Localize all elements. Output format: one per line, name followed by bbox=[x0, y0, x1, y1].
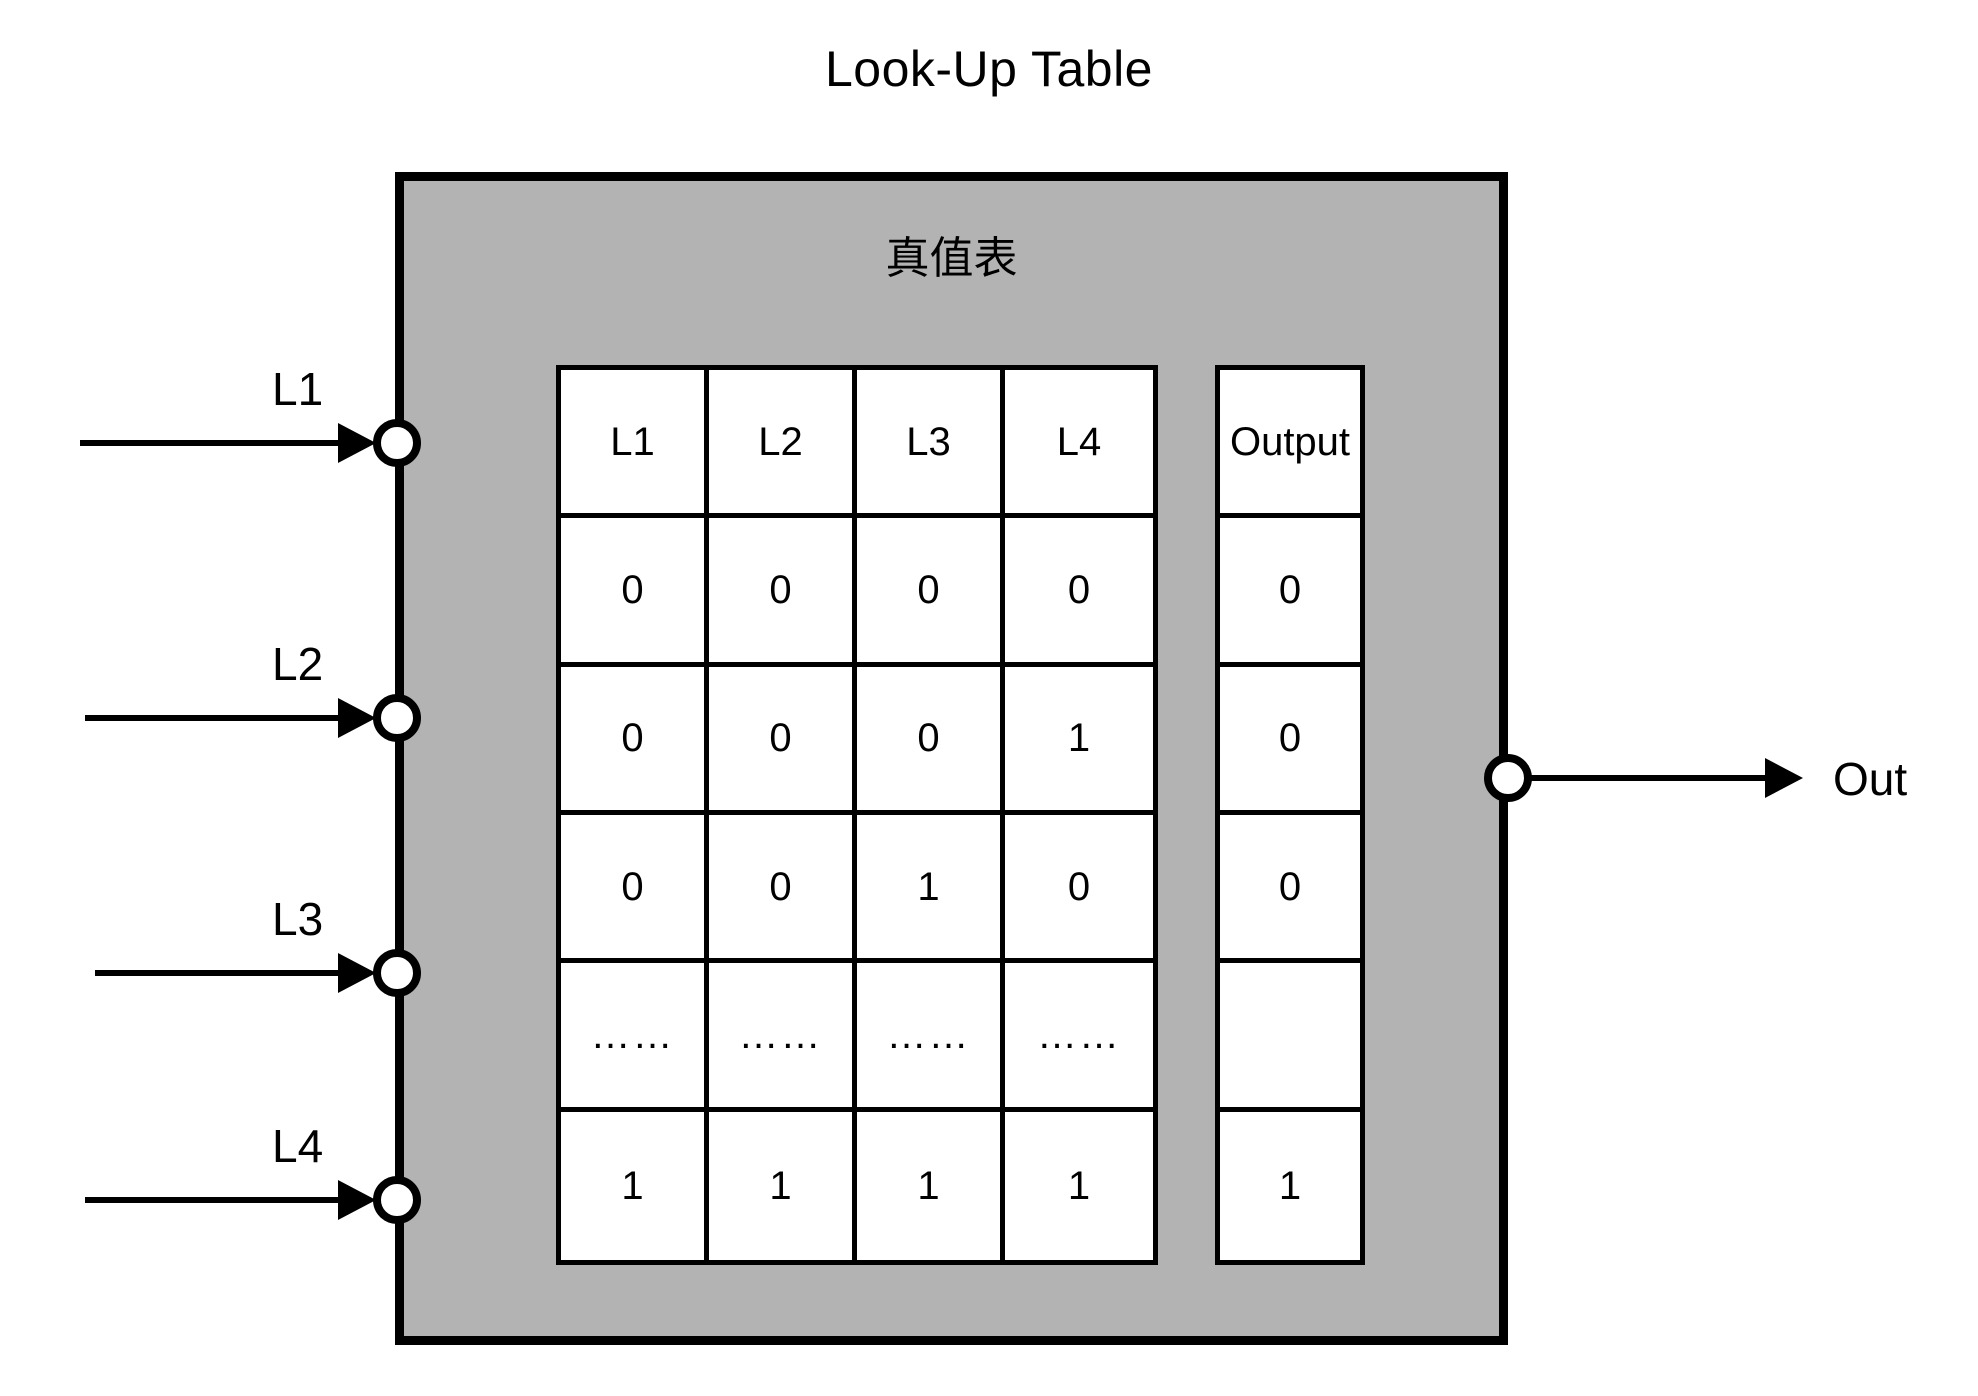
table-cell: …… bbox=[561, 963, 709, 1112]
output-label: Out bbox=[1833, 753, 1908, 805]
input-port-l2[interactable] bbox=[373, 694, 421, 742]
input-wire-l1 bbox=[80, 440, 345, 446]
table-cell: 1 bbox=[709, 1111, 857, 1260]
table-header-cell-output: Output bbox=[1220, 370, 1360, 519]
table-cell: 0 bbox=[561, 518, 709, 667]
truth-table-heading: 真值表 bbox=[885, 233, 1018, 284]
table-cell-output: 1 bbox=[1220, 1111, 1360, 1260]
table-cell: 1 bbox=[857, 814, 1005, 964]
input-port-l3[interactable] bbox=[373, 949, 421, 997]
page-title: Look-Up Table bbox=[824, 41, 1153, 97]
output-wire bbox=[1530, 775, 1775, 781]
input-arrow-l1 bbox=[338, 423, 376, 463]
input-label-l2: L2 bbox=[272, 638, 324, 690]
output-port[interactable] bbox=[1484, 754, 1532, 802]
table-cell: 1 bbox=[857, 1111, 1005, 1260]
table-cell: 1 bbox=[561, 1111, 709, 1260]
table-cell: 0 bbox=[709, 666, 857, 815]
input-port-l4[interactable] bbox=[373, 1176, 421, 1224]
input-wire-l2 bbox=[85, 715, 345, 721]
table-cell: 0 bbox=[1005, 518, 1153, 667]
input-label-l1: L1 bbox=[272, 363, 324, 415]
table-cell-output: 0 bbox=[1220, 518, 1360, 667]
table-cell: 1 bbox=[1005, 1111, 1153, 1260]
input-arrow-l2 bbox=[338, 698, 376, 738]
table-cell: 0 bbox=[561, 666, 709, 815]
table-cell-output: 0 bbox=[1220, 814, 1360, 964]
table-cell: …… bbox=[709, 963, 857, 1112]
output-arrow bbox=[1765, 758, 1803, 798]
input-arrow-l4 bbox=[338, 1180, 376, 1220]
table-cell-output: 0 bbox=[1220, 666, 1360, 815]
input-arrow-l3 bbox=[338, 953, 376, 993]
table-cell-output bbox=[1220, 963, 1360, 1112]
input-wire-l3 bbox=[95, 970, 345, 976]
table-cell: 0 bbox=[709, 814, 857, 964]
table-header-cell: L1 bbox=[561, 370, 709, 519]
truth-table-output-column: Output 0 0 0 1 bbox=[1215, 365, 1365, 1265]
table-header-cell: L2 bbox=[709, 370, 857, 519]
table-cell: 0 bbox=[857, 666, 1005, 815]
table-cell: 0 bbox=[561, 814, 709, 964]
table-cell: 0 bbox=[709, 518, 857, 667]
table-cell: …… bbox=[1005, 963, 1153, 1112]
table-header-cell: L3 bbox=[857, 370, 1005, 519]
table-cell: 0 bbox=[857, 518, 1005, 667]
table-cell: …… bbox=[857, 963, 1005, 1112]
truth-table-inputs: L1 L2 L3 L4 0 0 0 0 0 0 0 1 0 0 1 0 …… …… bbox=[556, 365, 1158, 1265]
table-cell: 1 bbox=[1005, 666, 1153, 815]
input-label-l4: L4 bbox=[272, 1120, 324, 1172]
table-header-cell: L4 bbox=[1005, 370, 1153, 519]
input-label-l3: L3 bbox=[272, 893, 324, 945]
input-wire-l4 bbox=[85, 1197, 345, 1203]
table-cell: 0 bbox=[1005, 814, 1153, 964]
input-port-l1[interactable] bbox=[373, 419, 421, 467]
